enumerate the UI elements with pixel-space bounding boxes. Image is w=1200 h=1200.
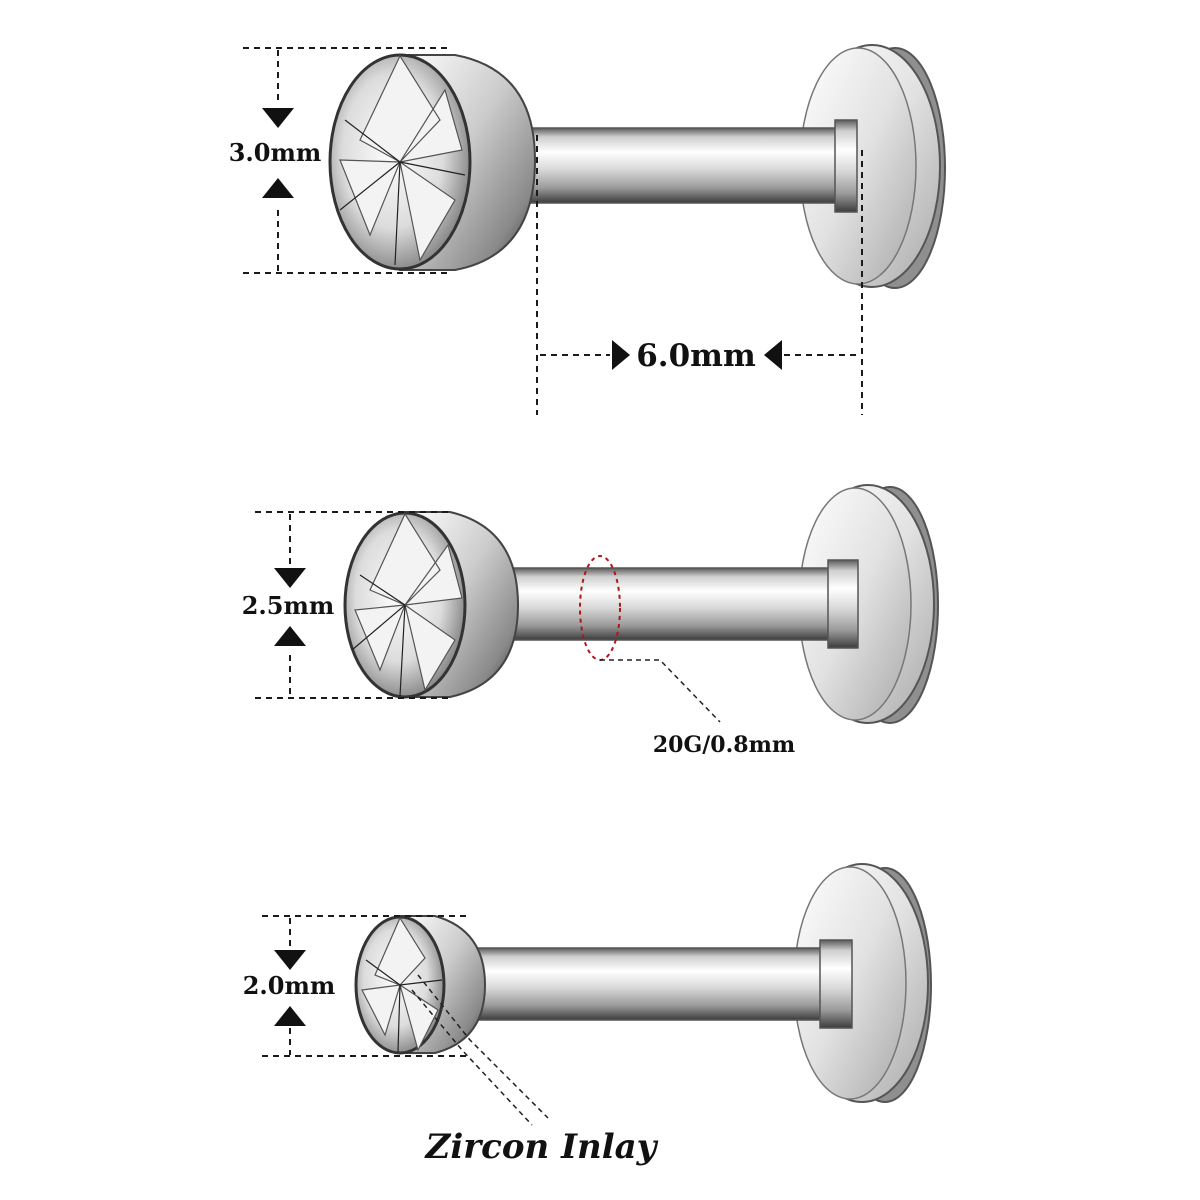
zircon-gem [328, 53, 472, 271]
arrow-right-icon [612, 340, 630, 370]
arrow-up-icon [262, 178, 294, 198]
arrow-down-icon [274, 568, 306, 588]
ball-size-label: 3.0mm [229, 138, 322, 167]
ball-size-dimension: 3.0mm [229, 47, 448, 274]
gauge-label: 20G/0.8mm [653, 732, 795, 758]
bar-length-dimension: 6.0mm [536, 135, 863, 415]
post-collar [827, 559, 859, 649]
arrow-left-icon [764, 340, 782, 370]
stud-2mm: 2.0mm Zircon Inlay [243, 863, 932, 1167]
ball-size-label: 2.5mm [242, 591, 335, 620]
post-bar [504, 567, 841, 641]
gauge-callout: 20G/0.8mm [579, 555, 795, 758]
post-bar [519, 127, 856, 204]
ball-size-label: 2.0mm [243, 971, 336, 1000]
zircon-gem [354, 915, 446, 1055]
zircon-callout: Zircon Inlay [411, 974, 659, 1167]
post-bar [469, 947, 831, 1021]
arrow-up-icon [274, 1006, 306, 1026]
zircon-label: Zircon Inlay [424, 1127, 659, 1167]
arrow-down-icon [262, 108, 294, 128]
ball-size-dimension: 2.5mm [242, 511, 450, 699]
stud-2-5mm: 2.5mm 20G/0.8mm [242, 484, 939, 758]
stud-3mm: 3.0mm 6.0mm [229, 44, 946, 415]
post-collar [819, 939, 853, 1029]
bar-length-label: 6.0mm [636, 338, 756, 374]
arrow-up-icon [274, 626, 306, 646]
post-collar [834, 119, 858, 213]
arrow-down-icon [274, 950, 306, 970]
zircon-gem [343, 511, 467, 699]
ball-size-dimension: 2.0mm [243, 915, 466, 1057]
flat-back-disc [799, 44, 946, 289]
